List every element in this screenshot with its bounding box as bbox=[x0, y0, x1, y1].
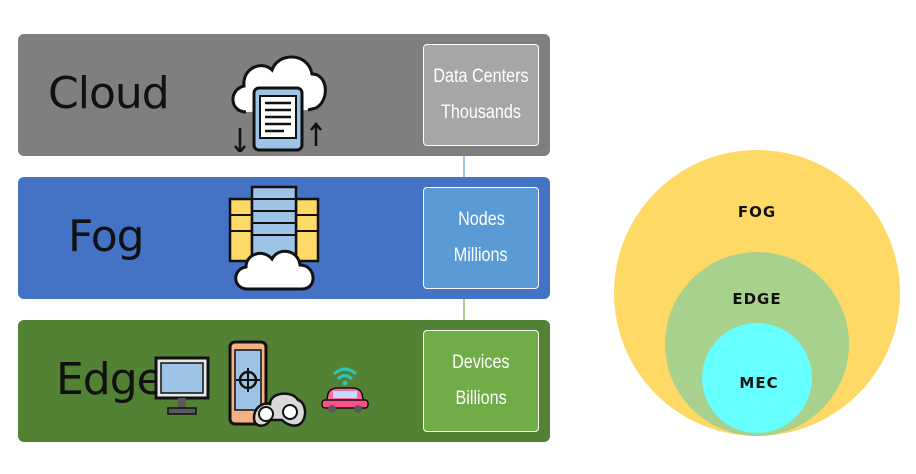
connected-car-icon bbox=[321, 367, 369, 413]
edge-layer: Edge Devices Billions bbox=[18, 320, 550, 442]
cloud-info-box: Data Centers Thousands bbox=[423, 44, 539, 146]
fog-info-box: Nodes Millions bbox=[423, 187, 539, 289]
fog-info-line1: Nodes bbox=[457, 209, 505, 230]
connector-cloud-fog bbox=[463, 146, 465, 187]
mobile-gamepad-icon bbox=[228, 340, 307, 427]
server-cloud-icon bbox=[228, 185, 320, 291]
fog-label: Fog bbox=[68, 211, 145, 262]
mec-circle bbox=[702, 323, 812, 433]
cloud-info-line2: Thousands bbox=[441, 102, 521, 123]
connector-fog-edge bbox=[463, 289, 465, 330]
edge-label: Edge bbox=[56, 354, 164, 405]
cloud-layer: Cloud Data Centers Thousands bbox=[18, 34, 550, 156]
fog-layer: Fog Nodes Millions bbox=[18, 177, 550, 299]
cloud-phone-icon bbox=[231, 55, 327, 152]
cloud-label: Cloud bbox=[48, 68, 170, 119]
edge-info-line1: Devices bbox=[452, 352, 510, 373]
cloud-info-line1: Data Centers bbox=[433, 66, 529, 87]
fog-info-line2: Millions bbox=[454, 245, 508, 266]
edge-info-line2: Billions bbox=[455, 388, 507, 409]
monitor-icon bbox=[154, 356, 210, 415]
edge-info-box: Devices Billions bbox=[423, 330, 539, 432]
fog-circle-label: FOG bbox=[737, 203, 777, 221]
mec-circle-label: MEC bbox=[739, 374, 779, 392]
edge-circle-label: EDGE bbox=[732, 290, 782, 308]
